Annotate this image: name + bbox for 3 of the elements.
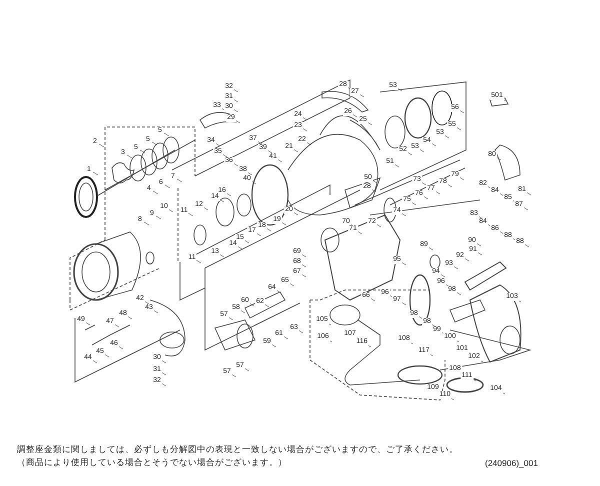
drawing-code: (240906)_001	[485, 458, 538, 469]
note-text: 調整座金類に関しましては、必ずしも分解図中の表現と一致しない場合がございますので、ご了承ください。	[17, 445, 458, 456]
note-text: （商品により使用している場合とそうでない場合がございます。）	[17, 458, 287, 469]
